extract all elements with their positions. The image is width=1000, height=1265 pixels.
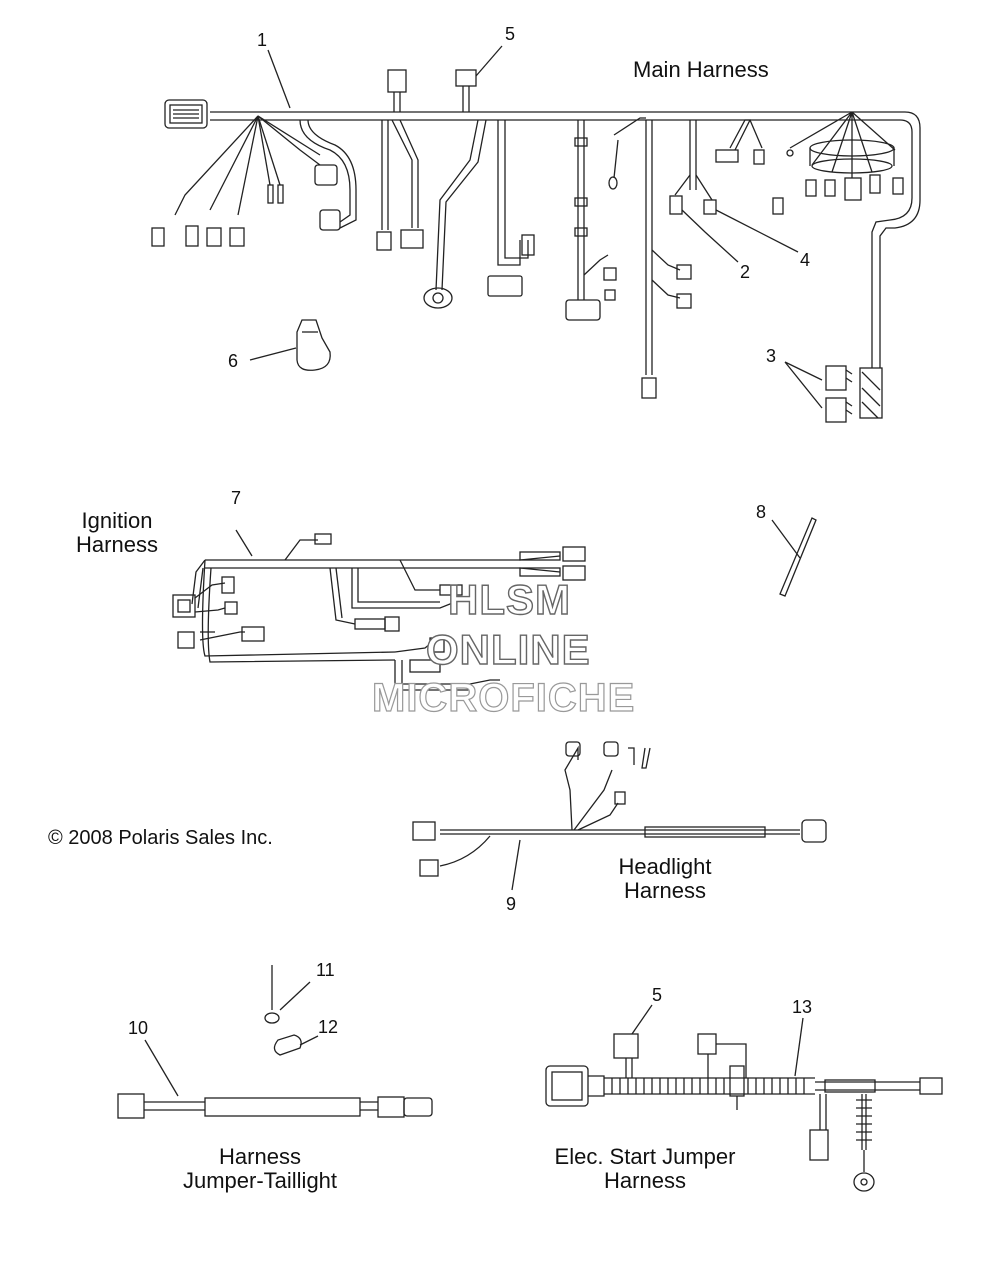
ignition-harness-drawing [172,529,586,691]
callout-13: 13 [792,997,813,1017]
taillight-harness-drawing [117,965,433,1119]
callout-8: 8 [756,502,767,522]
ignition-harness-title-line1: Ignition [81,508,153,533]
main-harness-title: Main Harness [633,57,769,82]
headlight-harness-drawing [412,741,827,891]
watermark-line-3: MICROFICHE [371,675,636,720]
elec-start-harness-title-line1: Elec. Start Jumper [554,1144,736,1169]
elec-start-harness-drawing [545,1004,943,1192]
watermark-line-2: ONLINE [425,625,591,673]
callout-4: 4 [800,250,811,270]
watermark-line-1: HLSM [447,575,571,623]
callout-2: 2 [740,262,751,282]
ignition-harness-title: Ignition Harness [62,509,172,557]
callout-12: 12 [318,1017,339,1037]
callout-6: 6 [228,351,239,371]
callout-7: 7 [231,488,242,508]
callout-1: 1 [257,30,268,50]
taillight-harness-title-line1: Harness [219,1144,301,1169]
elec-start-harness-title-line2: Harness [604,1168,686,1193]
callout-11: 11 [316,960,335,980]
callout-9: 9 [506,894,517,914]
callout-5-elec: 5 [652,985,663,1005]
callout-3: 3 [766,346,777,366]
taillight-harness-title-line2: Jumper-Taillight [182,1168,338,1193]
elec-start-harness-title: Elec. Start Jumper Harness [530,1145,760,1193]
main-harness-drawing [151,45,921,423]
callout-5-main: 5 [505,24,516,44]
headlight-harness-title-line2: Harness [624,878,706,903]
headlight-harness-title-line1: Headlight [618,854,712,879]
taillight-harness-title: Harness Jumper-Taillight [150,1145,370,1193]
headlight-harness-title: Headlight Harness [600,855,730,903]
part-8-drawing [779,517,817,597]
ignition-harness-title-line2: Harness [76,532,158,557]
copyright-notice: © 2008 Polaris Sales Inc. [48,827,273,849]
callout-10: 10 [128,1018,149,1038]
